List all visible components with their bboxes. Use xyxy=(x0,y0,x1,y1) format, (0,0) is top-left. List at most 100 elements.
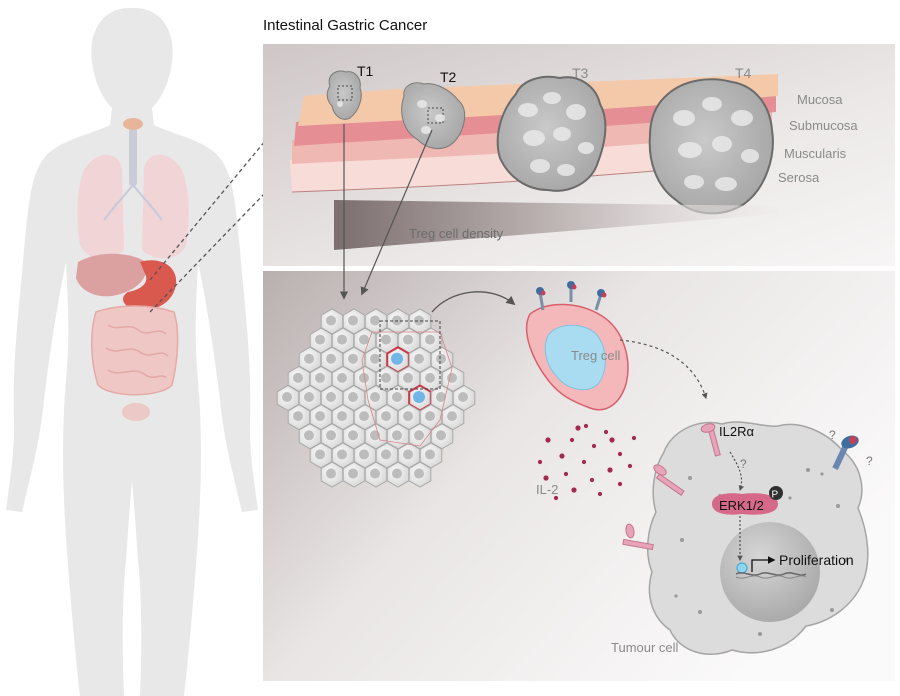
cell-nucleus xyxy=(370,315,380,326)
il2ra-receptors xyxy=(622,423,721,551)
stomach xyxy=(123,260,177,311)
cell-nucleus xyxy=(304,430,314,441)
t2-zoom-box xyxy=(427,107,444,124)
il2-molecule xyxy=(575,425,581,431)
il2-molecule xyxy=(559,453,565,459)
il2-molecule xyxy=(563,471,569,477)
erk-label: ERK1/2 xyxy=(719,498,764,513)
cell-nucleus xyxy=(403,372,413,383)
liver xyxy=(76,253,147,297)
il2-molecule xyxy=(537,459,543,465)
treg-nucleus-small xyxy=(391,352,403,365)
tumour-cell: ? ? ? IL2Rα ERK1/2 P Proliferation Tumou… xyxy=(611,421,873,655)
treg-cell: Treg cell xyxy=(525,281,629,411)
cell-nucleus xyxy=(436,430,446,441)
proliferation-label: Proliferation xyxy=(779,552,854,568)
cell-nucleus xyxy=(282,392,292,402)
cell-nucleus xyxy=(348,315,358,326)
cell-nucleus xyxy=(348,353,358,364)
il2-molecule xyxy=(609,437,615,443)
stage-label-t1: T1 xyxy=(357,63,374,79)
cell-nucleus xyxy=(348,468,358,479)
tumour-cell-label: Tumour cell xyxy=(611,640,679,655)
il2-molecule xyxy=(545,437,551,443)
cell-nucleus xyxy=(315,411,325,422)
il2-cytokine-cloud xyxy=(537,423,637,501)
cell-nucleus xyxy=(425,372,435,383)
phospho-badge xyxy=(769,486,783,500)
il2-molecule xyxy=(603,429,609,435)
il2-molecule xyxy=(591,443,597,449)
il2-molecule xyxy=(581,459,587,465)
transcription-arrow xyxy=(751,556,776,572)
stage-label-t4: T4 xyxy=(735,65,752,81)
cell-nucleus xyxy=(359,411,369,422)
il2-molecule xyxy=(627,463,633,469)
trachea xyxy=(129,128,137,186)
cell-nucleus xyxy=(447,372,457,383)
layer-label-muscularis: Muscularis xyxy=(784,146,847,161)
treg-nucleus-small xyxy=(413,391,425,403)
arrow-to-treg xyxy=(431,291,516,313)
cell-nucleus xyxy=(425,411,435,422)
layer-label-mucosa: Mucosa xyxy=(797,92,843,107)
t1-zoom-box xyxy=(337,85,353,101)
cell-nucleus xyxy=(293,372,303,383)
cell-nucleus xyxy=(381,449,391,460)
cell-nucleus xyxy=(392,315,402,326)
cell-nucleus xyxy=(326,315,336,326)
cell-nucleus xyxy=(403,334,413,345)
arrow-treg-to-tumour xyxy=(619,339,708,400)
cell-nucleus xyxy=(337,411,347,422)
cell-nucleus xyxy=(414,315,424,326)
layer-label-serosa: Serosa xyxy=(778,170,820,185)
cell-nucleus xyxy=(370,468,380,479)
treg-label: Treg cell xyxy=(571,348,620,363)
cell-nucleus xyxy=(447,411,457,422)
stage-label-t3: T3 xyxy=(572,65,589,81)
cell-nucleus xyxy=(326,353,336,364)
cell-nucleus xyxy=(348,392,358,402)
question-mark-receptor-1: ? xyxy=(829,428,836,442)
treg-nucleus xyxy=(544,324,606,391)
layer-label-submucosa: Submucosa xyxy=(789,118,858,133)
tumour-nucleus xyxy=(720,522,820,622)
arrow-receptor-to-erk xyxy=(729,451,744,492)
cell-nucleus xyxy=(403,449,413,460)
cell-nucleus xyxy=(315,449,325,460)
cell-nucleus xyxy=(359,372,369,383)
question-mark-pathway: ? xyxy=(740,457,747,471)
intestine-folds xyxy=(105,324,169,379)
il2-molecule xyxy=(571,487,577,493)
cell-nucleus xyxy=(348,430,358,441)
cell-nucleus xyxy=(458,392,468,402)
il2-label: IL-2 xyxy=(536,482,558,497)
tissue-zoom-box xyxy=(379,320,441,390)
phospho-label: P xyxy=(772,490,779,501)
cell-nucleus xyxy=(414,468,424,479)
il2-molecule xyxy=(589,477,595,483)
cell-nucleus xyxy=(293,411,303,422)
transcription-factor xyxy=(736,562,748,574)
cell-nucleus xyxy=(370,353,380,364)
il2-molecule xyxy=(597,491,603,497)
treg-density-label: Treg cell density xyxy=(409,226,504,241)
cell-nucleus xyxy=(381,411,391,422)
treg-receptors xyxy=(536,281,607,311)
cell-nucleus xyxy=(414,353,424,364)
left-lung xyxy=(77,154,124,259)
cell-nucleus xyxy=(436,392,446,402)
treg-density-gradient xyxy=(334,200,778,250)
cell-nucleus xyxy=(326,392,336,402)
human-body-illustration xyxy=(6,8,258,696)
il2-molecule xyxy=(617,481,623,487)
cell-nucleus xyxy=(337,334,347,345)
cell-nucleus xyxy=(370,392,380,402)
cell-nucleus xyxy=(337,372,347,383)
cell-nucleus xyxy=(392,468,402,479)
cell-nucleus xyxy=(337,449,347,460)
cell-nucleus xyxy=(392,392,402,402)
cell-nucleus xyxy=(392,430,402,441)
cell-nucleus xyxy=(425,334,435,345)
